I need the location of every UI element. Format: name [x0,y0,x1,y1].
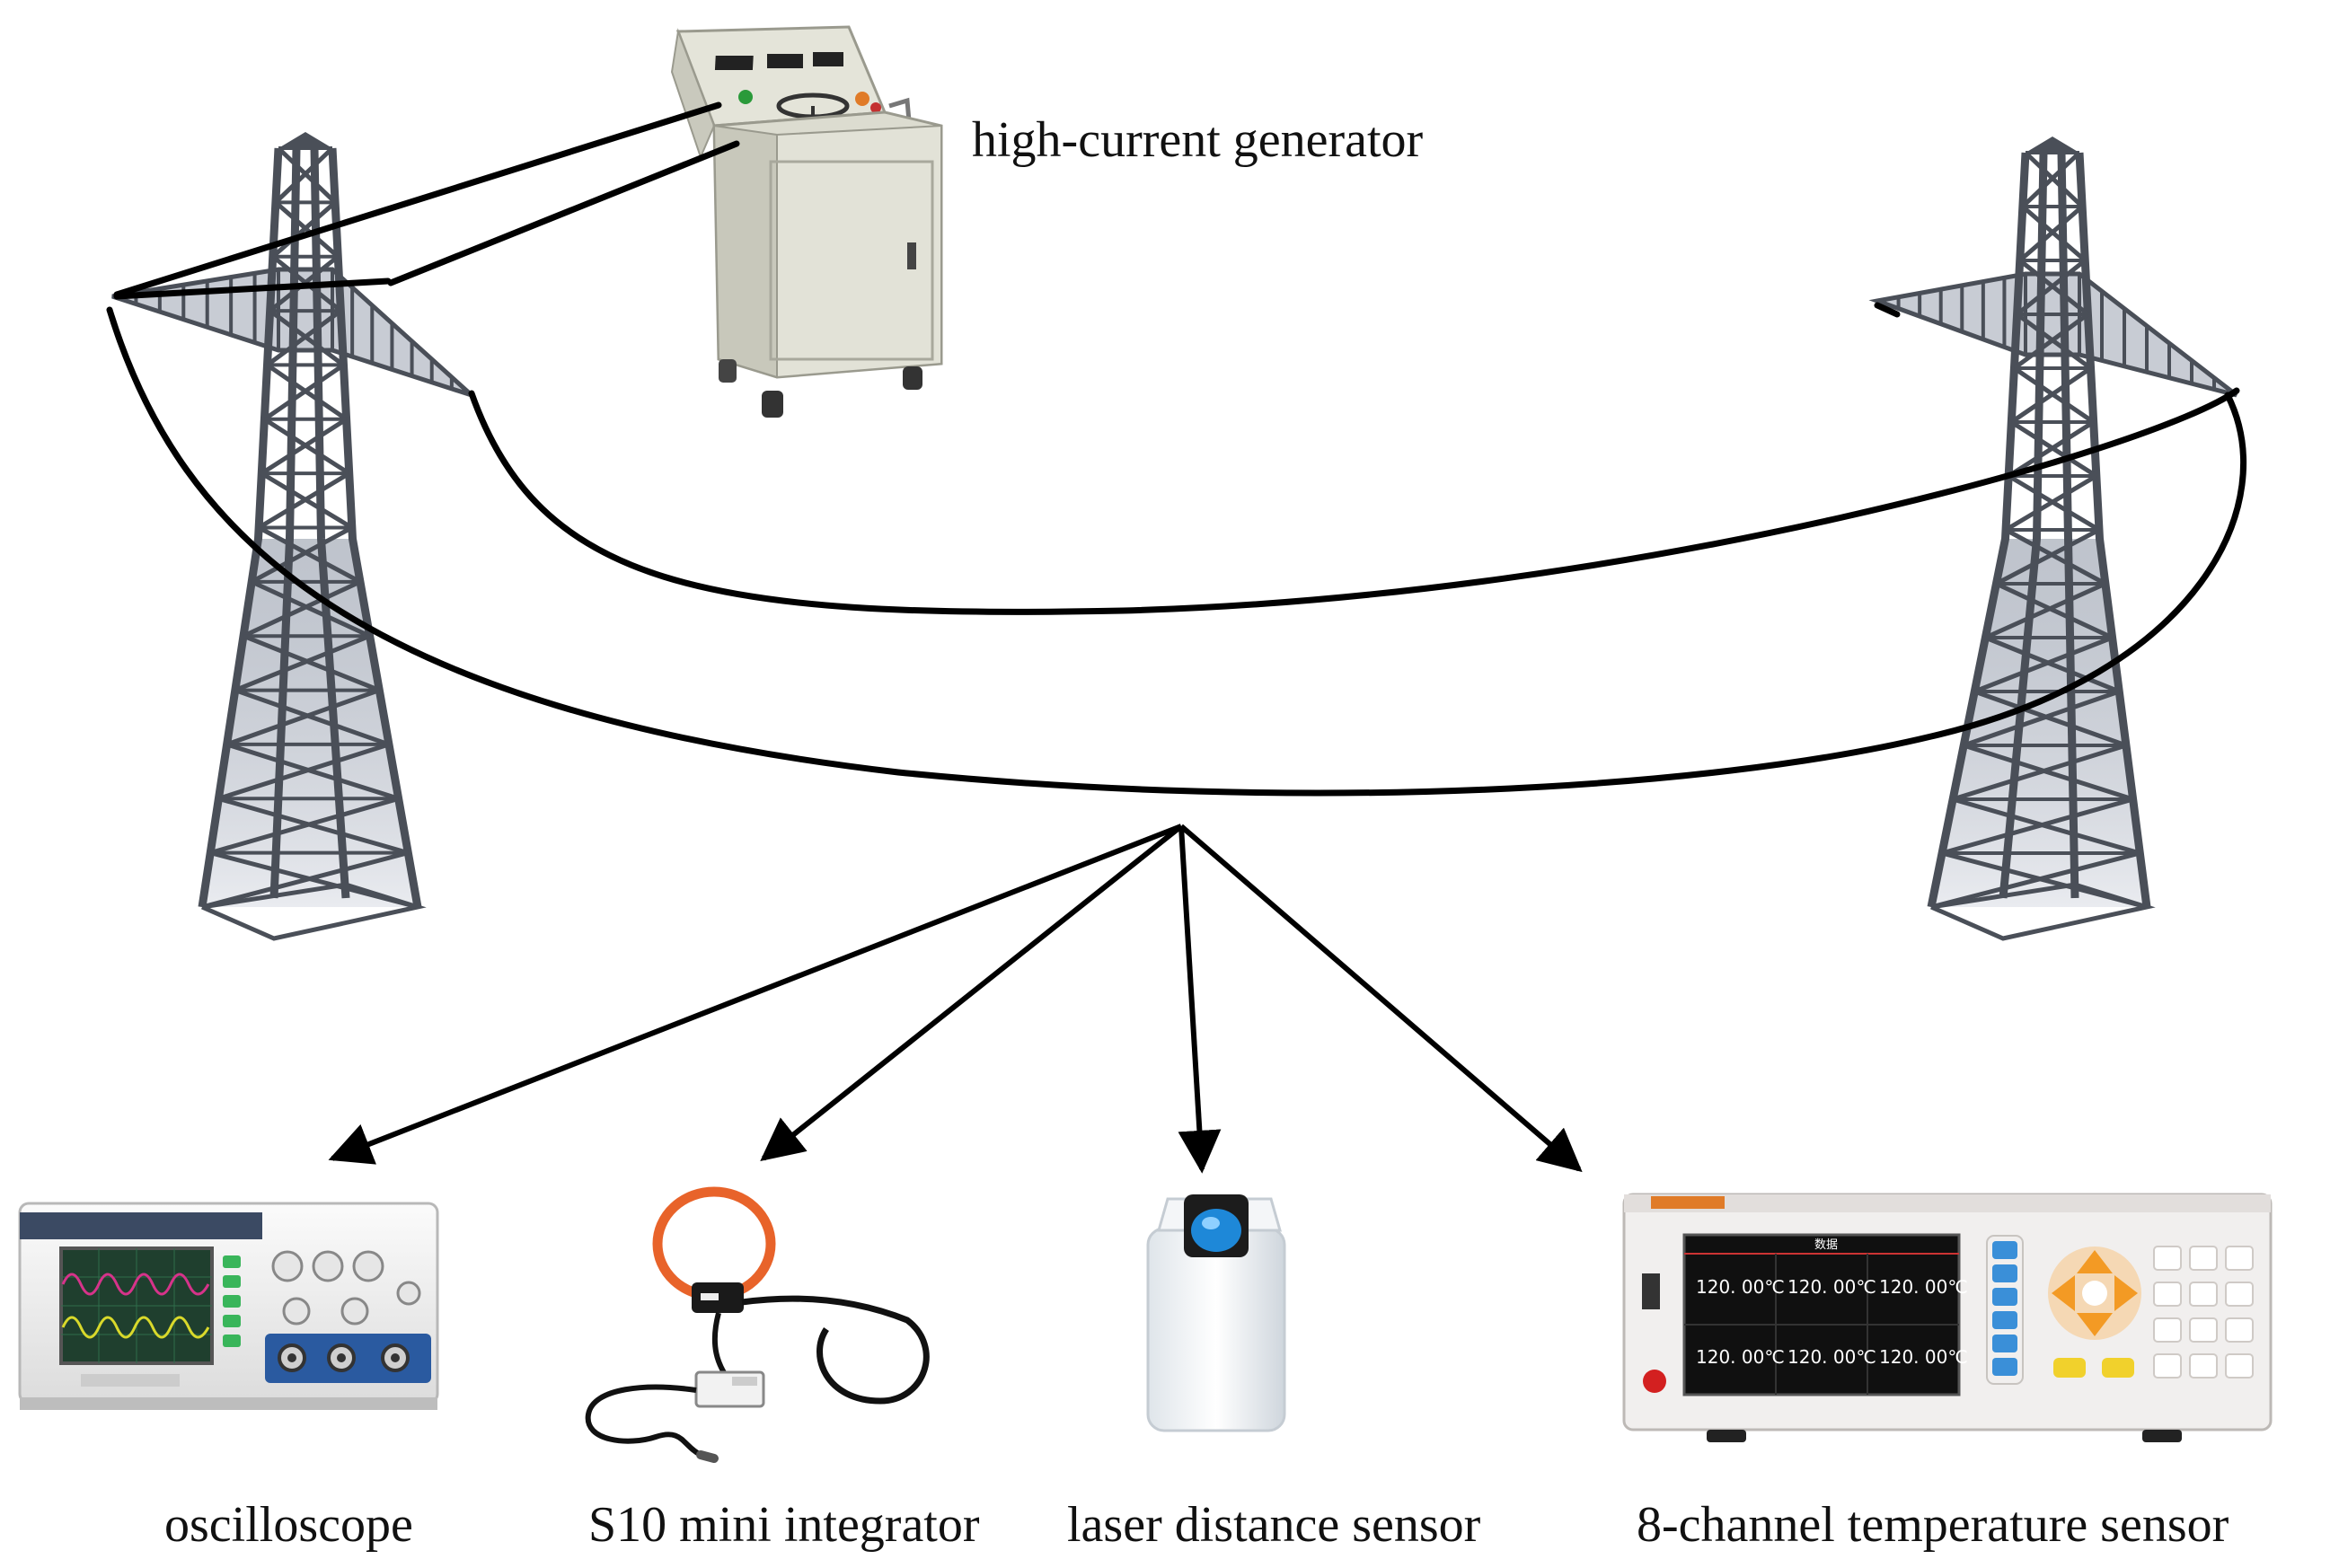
laser-distance-sensor-device [1146,1194,1286,1432]
transmission-tower-left [111,132,473,941]
label-laser-distance-sensor: laser distance sensor [1067,1497,1481,1553]
cables [106,101,2247,797]
temperature-reading: 120. 00℃ [1696,1276,1785,1298]
arrow-to-temperature [1179,824,1583,1173]
high-current-generator [670,25,943,418]
label-s10-mini-integrator: S10 mini integrator [588,1497,980,1553]
temperature-reading: 120. 00℃ [1787,1276,1876,1298]
temperature-reading: 120. 00℃ [1787,1346,1876,1368]
arrow-to-oscilloscope [328,824,1183,1165]
transmission-tower-right [1868,137,2238,941]
temperature-reading: 120. 00℃ [1696,1346,1785,1368]
temperature-reading: 120. 00℃ [1879,1276,1968,1298]
arrow-to-integrator [760,824,1183,1161]
temperature-screen-title: 数据 [1814,1238,1838,1252]
arrow-to-laser [1178,825,1222,1174]
label-oscilloscope: oscilloscope [164,1497,413,1553]
label-high-current-generator: high-current generator [972,112,1424,168]
temperature-reading: 120. 00℃ [1879,1346,1968,1368]
temperature-screen: 数据 120. 00℃ 120. 00℃ 120. 00℃ 120. 00℃ 1… [1696,1238,1968,1368]
s10-mini-integrator-device [585,1186,930,1463]
temperature-sensor-device [1622,1193,2273,1442]
oscilloscope-device [18,1202,439,1410]
measurement-arrows [328,824,1583,1174]
label-temperature-sensor: 8-channel temperature sensor [1637,1497,2229,1553]
